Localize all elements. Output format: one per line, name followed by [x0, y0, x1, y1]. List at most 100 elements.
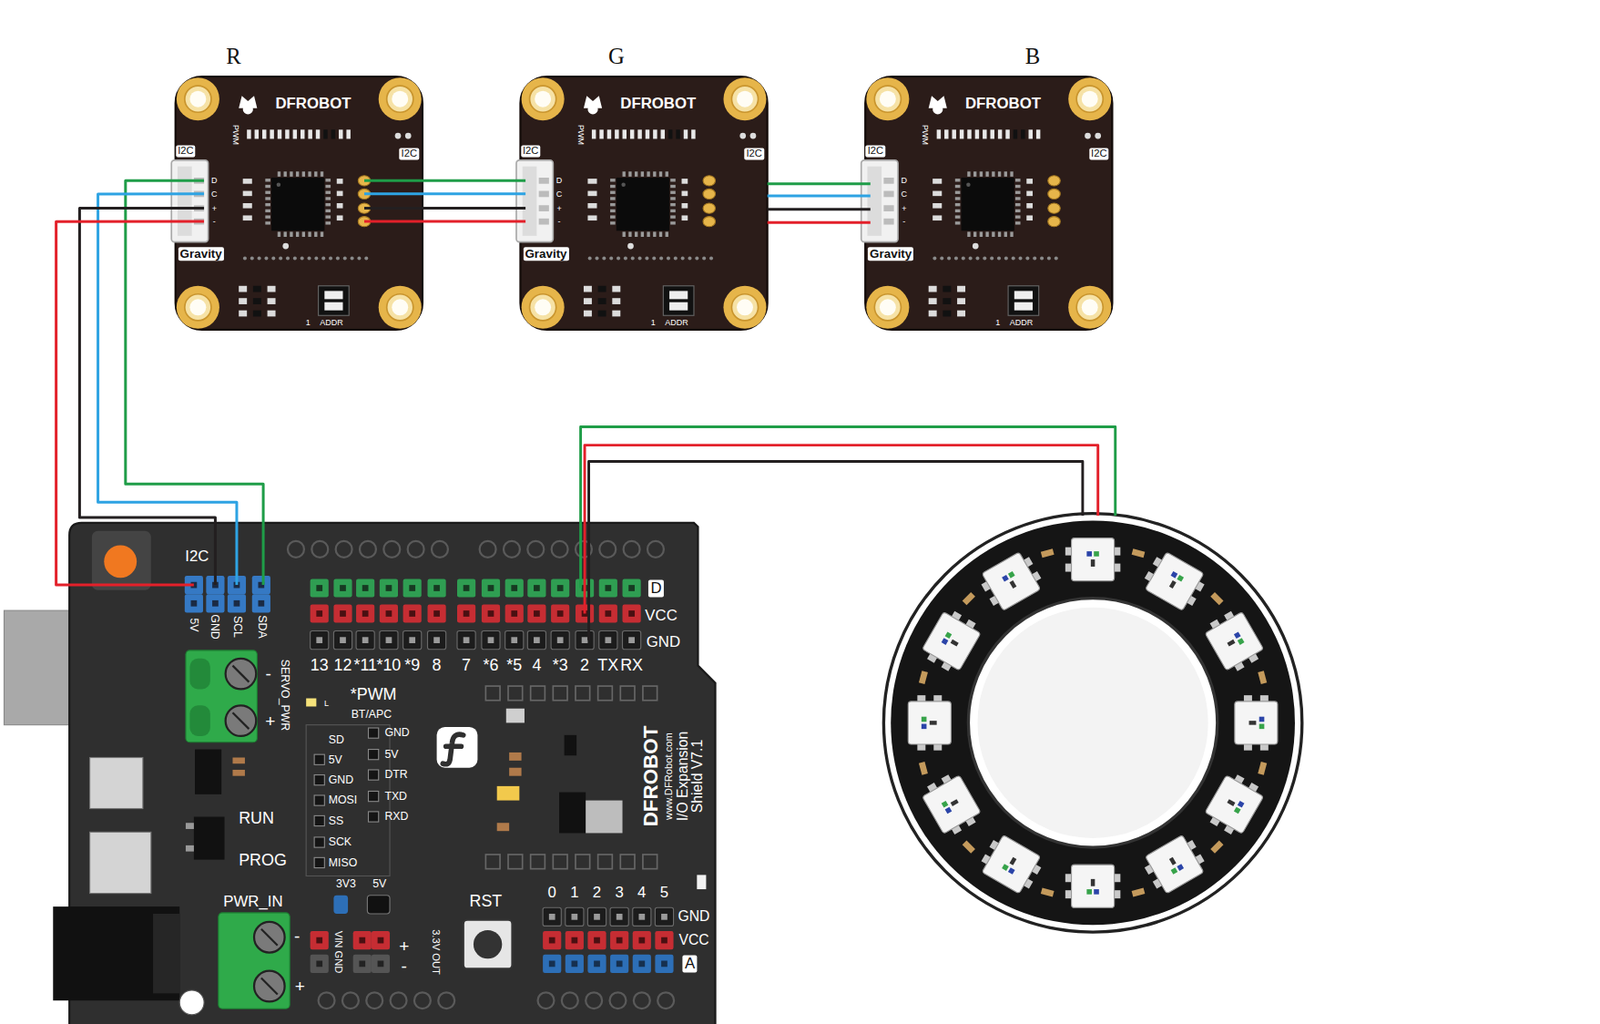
header-pin [616, 913, 623, 920]
chip-pin [1015, 221, 1021, 225]
chip-pin [955, 203, 961, 206]
connector-pin [539, 218, 550, 225]
header-pin [433, 584, 440, 592]
header-pin [356, 603, 375, 622]
rgb-led [1140, 549, 1210, 614]
header-pin [622, 603, 642, 622]
reset-button-base [91, 530, 152, 591]
header-hole [383, 540, 400, 558]
ring-pcb [968, 598, 1217, 847]
capacitor [1257, 670, 1267, 684]
bt-pin [314, 774, 325, 785]
pad [591, 129, 596, 139]
chip-pin [277, 171, 281, 177]
icsp-pin [530, 854, 546, 869]
led-die [1226, 798, 1235, 806]
rgb-led [1145, 551, 1204, 611]
header-hole [633, 991, 651, 1009]
chip-pin [955, 178, 961, 182]
resistor [682, 214, 689, 221]
chip-pin [610, 214, 616, 218]
wire [56, 221, 204, 585]
chip-pin [670, 184, 676, 188]
header-pin [510, 610, 518, 617]
wire [364, 206, 526, 210]
header-pin [510, 636, 518, 643]
resistor [598, 297, 607, 305]
header-hole [585, 991, 602, 1009]
header-pad [703, 188, 715, 199]
connector-pin [883, 177, 894, 184]
chip-pin [634, 231, 638, 237]
pin-label: 5V [372, 877, 387, 889]
mount-hole [1068, 77, 1111, 121]
pad [285, 129, 289, 139]
header-pin [310, 578, 329, 597]
pin-label: 4 [637, 885, 646, 901]
chip-pin [284, 231, 287, 237]
pad [607, 129, 612, 139]
header-pin [550, 603, 570, 622]
addr-switch [318, 285, 350, 316]
resistor [253, 297, 262, 305]
icsp-pin [642, 854, 658, 869]
header-pin [356, 578, 375, 597]
header-pin [575, 631, 594, 650]
chip-pin [979, 231, 983, 237]
resistor [587, 214, 597, 221]
header-pin [353, 954, 372, 973]
pad [951, 129, 956, 139]
icsp-pin [552, 854, 568, 869]
board-label: + [901, 203, 907, 213]
servo-terminal [189, 704, 210, 736]
header-pin [616, 960, 623, 968]
header-pad [1048, 216, 1060, 227]
icsp-pin [575, 854, 591, 869]
board-label: I2C [175, 144, 195, 157]
header-pin [661, 913, 668, 920]
board-label: I2C [399, 148, 419, 161]
header-pin [587, 954, 606, 973]
header-pin [362, 610, 369, 617]
pad [307, 129, 312, 139]
resistor [336, 214, 344, 221]
pad [1094, 132, 1101, 140]
header-pad [703, 203, 715, 214]
pad [323, 129, 327, 139]
via [343, 256, 347, 261]
regulator [559, 792, 586, 834]
mount-hole [529, 85, 557, 113]
header-pin [616, 937, 623, 944]
via [989, 256, 994, 261]
led-die [1093, 888, 1100, 895]
board-label: Gravity [178, 246, 225, 261]
board-label: DFROBOT [275, 96, 352, 113]
board-label: C [211, 189, 218, 198]
via [1032, 256, 1037, 261]
resistor [928, 285, 938, 293]
chip-pin [628, 231, 632, 237]
header-pin [549, 913, 556, 920]
chip-pin [955, 196, 961, 200]
board-label: DFROBOT [620, 96, 696, 113]
run-switch [185, 822, 194, 829]
pad [331, 129, 336, 139]
board-label: PWM [575, 124, 584, 145]
pad [652, 129, 657, 139]
led-die [1001, 574, 1009, 582]
header-pin [550, 631, 570, 650]
header-pin [599, 603, 618, 622]
resistor [928, 310, 938, 317]
resistor [267, 310, 276, 317]
pad [395, 132, 402, 140]
mount-hole [391, 298, 408, 316]
pad [691, 129, 695, 139]
chip-pin [264, 184, 271, 188]
resistor [957, 285, 966, 293]
chip-pin [1015, 214, 1021, 218]
mount-hole [529, 294, 557, 321]
pad [254, 129, 259, 139]
board-label: Gravity [867, 246, 914, 261]
header-pin [571, 913, 579, 920]
resistor [942, 297, 951, 305]
